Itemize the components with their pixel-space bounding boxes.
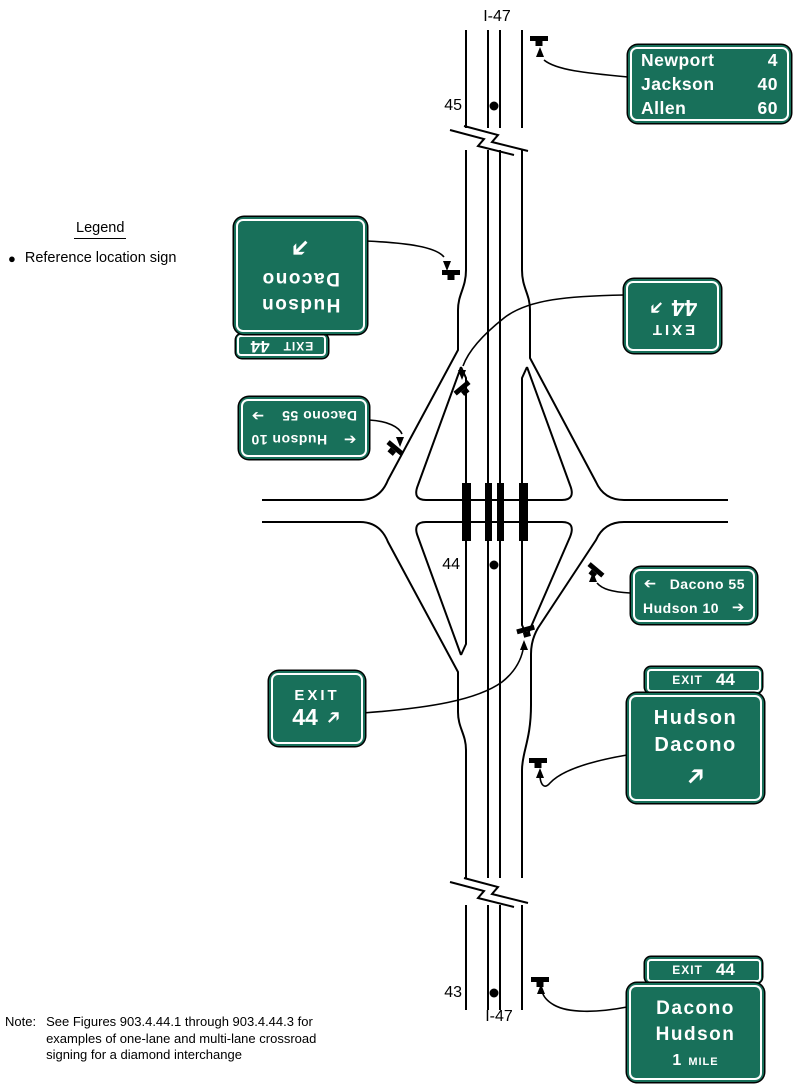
destination-name: Newport: [641, 50, 715, 70]
exit-number-tab: EXIT 44: [645, 667, 762, 693]
destination-name: Dacono: [656, 997, 735, 1019]
destination-row: Hudson 10 ➔: [635, 596, 753, 620]
mileage-sign-face: Newport 4 Jackson 40 Allen 60: [630, 47, 789, 121]
sb-crossroad-sign-face: ➔ Hudson 10 Dacono 55 ➔: [241, 399, 367, 457]
destination-text: Hudson 10: [251, 432, 328, 448]
exit-word: EXIT: [649, 321, 696, 338]
note-text: See Figures 903.4.44.1 through 903.4.44.…: [46, 1014, 316, 1064]
legend-title: Legend: [74, 220, 127, 239]
freeway-lines: [262, 30, 728, 1010]
leader-arrowheads: [396, 47, 597, 994]
destination-row: ➔ Dacono 55: [635, 572, 753, 596]
left-arrow-icon: ➔: [343, 430, 357, 449]
exit-number-tab-face: EXIT 44: [646, 958, 761, 982]
mileage-sign: Newport 4 Jackson 40 Allen 60: [628, 45, 791, 123]
destination-name: Hudson: [653, 707, 738, 729]
exit-word: EXIT: [672, 673, 703, 687]
destination-name: Dacono: [654, 734, 737, 756]
distance-number: 1: [672, 1051, 682, 1069]
exit-word: EXIT: [672, 963, 703, 977]
nb-crossroad-destination-sign: ➔ Dacono 55 Hudson 10 ➔: [631, 567, 757, 624]
left-arrow-icon: ➔: [643, 575, 657, 593]
mileage-row: Allen 60: [632, 96, 787, 120]
leader-lines: [362, 59, 631, 1013]
destination-text: Dacono 55: [669, 575, 745, 592]
destination-name: Jackson: [641, 74, 715, 94]
reference-dot-icon: ●: [8, 250, 16, 266]
figure-note: Note: See Figures 903.4.44.1 through 903…: [5, 1014, 316, 1064]
destination-distance: 40: [757, 74, 778, 94]
right-arrow-icon: ➔: [251, 407, 265, 426]
legend-item-label: Reference location sign: [24, 250, 177, 266]
note-line: signing for a diamond interchange: [46, 1047, 242, 1062]
distance-unit: MILE: [688, 1055, 719, 1068]
exit-number-row: 44 ➔: [628, 294, 717, 321]
nb-crossroad-sign-face: ➔ Dacono 55 Hudson 10 ➔: [633, 569, 755, 622]
exit-number: 44: [292, 703, 318, 730]
sb-advance-panel-face: Hudson Dacono ➔: [236, 219, 365, 332]
sb-gore-exit-sign-face: EXIT 44 ➔: [626, 281, 719, 351]
reference-location-dots: [489, 101, 499, 998]
exit-number: 44: [715, 670, 735, 689]
destination-name: Dacono: [261, 268, 340, 290]
sb-gore-exit-sign: EXIT 44 ➔: [624, 279, 721, 353]
nb-one-mile-panel: Dacono Hudson 1 MILE: [627, 983, 764, 1082]
sb-advance-panel: Hudson Dacono ➔: [234, 217, 367, 334]
sb-exit-advance-sign: EXIT 44 Hudson Dacono ➔: [234, 217, 367, 358]
destination-name: Hudson: [260, 294, 341, 316]
note-label: Note:: [5, 1014, 37, 1029]
exit-number-row: 44 ➔: [273, 703, 361, 731]
exit-number-tab-face: EXIT 44: [237, 335, 327, 357]
destination-text: Hudson 10: [643, 599, 720, 616]
exit-number-tab: EXIT 44: [645, 957, 762, 983]
up-right-arrow-icon: ➔: [320, 703, 347, 731]
route-label-top: I-47: [483, 8, 511, 25]
exit-number: 44: [715, 960, 735, 979]
nb-gore-exit-sign-face: EXIT 44 ➔: [271, 673, 363, 744]
milepost-45-label: 45: [444, 97, 462, 114]
exit-number: 44: [250, 337, 270, 356]
distance-row: 1 MILE: [631, 1052, 760, 1070]
mileage-row: Jackson 40: [632, 72, 787, 96]
right-arrow-icon: ➔: [731, 598, 745, 616]
up-right-arrow-icon: ➔: [677, 757, 714, 794]
exit-number: 44: [671, 295, 698, 321]
nb-advance-panel: Hudson Dacono ➔: [627, 693, 764, 803]
sb-crossroad-destination-sign: ➔ Hudson 10 Dacono 55 ➔: [239, 397, 369, 459]
milepost-44-label: 44: [442, 556, 460, 573]
overpass-bars: [462, 483, 528, 541]
nb-one-mile-panel-face: Dacono Hudson 1 MILE: [629, 985, 762, 1080]
up-right-arrow-icon: ➔: [282, 231, 319, 267]
destination-distance: 60: [757, 98, 778, 118]
nb-advance-panel-face: Hudson Dacono ➔: [629, 695, 762, 801]
road-break-marks: [449, 125, 529, 908]
route-label-bottom: I-47: [485, 1008, 513, 1025]
nb-one-mile-advance-sign: EXIT 44 Dacono Hudson 1 MILE: [627, 957, 764, 1082]
destination-distance: 4: [767, 50, 778, 70]
destination-row: ➔ Hudson 10: [243, 428, 365, 452]
exit-number-tab: EXIT 44: [236, 334, 328, 358]
milepost-43-label: 43: [444, 984, 462, 1001]
nb-gore-exit-sign: EXIT 44 ➔: [269, 671, 365, 746]
nb-exit-advance-sign: EXIT 44 Hudson Dacono ➔: [627, 667, 764, 803]
destination-name: Hudson: [655, 1023, 736, 1045]
destination-text: Dacono 55: [281, 408, 357, 424]
mileage-row: Newport 4: [632, 48, 787, 72]
destination-row: Dacono 55 ➔: [243, 404, 365, 428]
up-right-arrow-icon: ➔: [642, 294, 670, 322]
destination-name: Allen: [641, 98, 687, 118]
note-line: See Figures 903.4.44.1 through 903.4.44.…: [46, 1014, 313, 1029]
sign-post-symbols: [386, 36, 605, 987]
exit-word: EXIT: [282, 339, 314, 353]
note-line: examples of one-lane and multi-lane cros…: [46, 1030, 317, 1046]
exit-number-tab-face: EXIT 44: [646, 668, 761, 692]
exit-word: EXIT: [294, 686, 340, 704]
legend-item-reference-location-sign: ● Reference location sign: [8, 250, 176, 266]
